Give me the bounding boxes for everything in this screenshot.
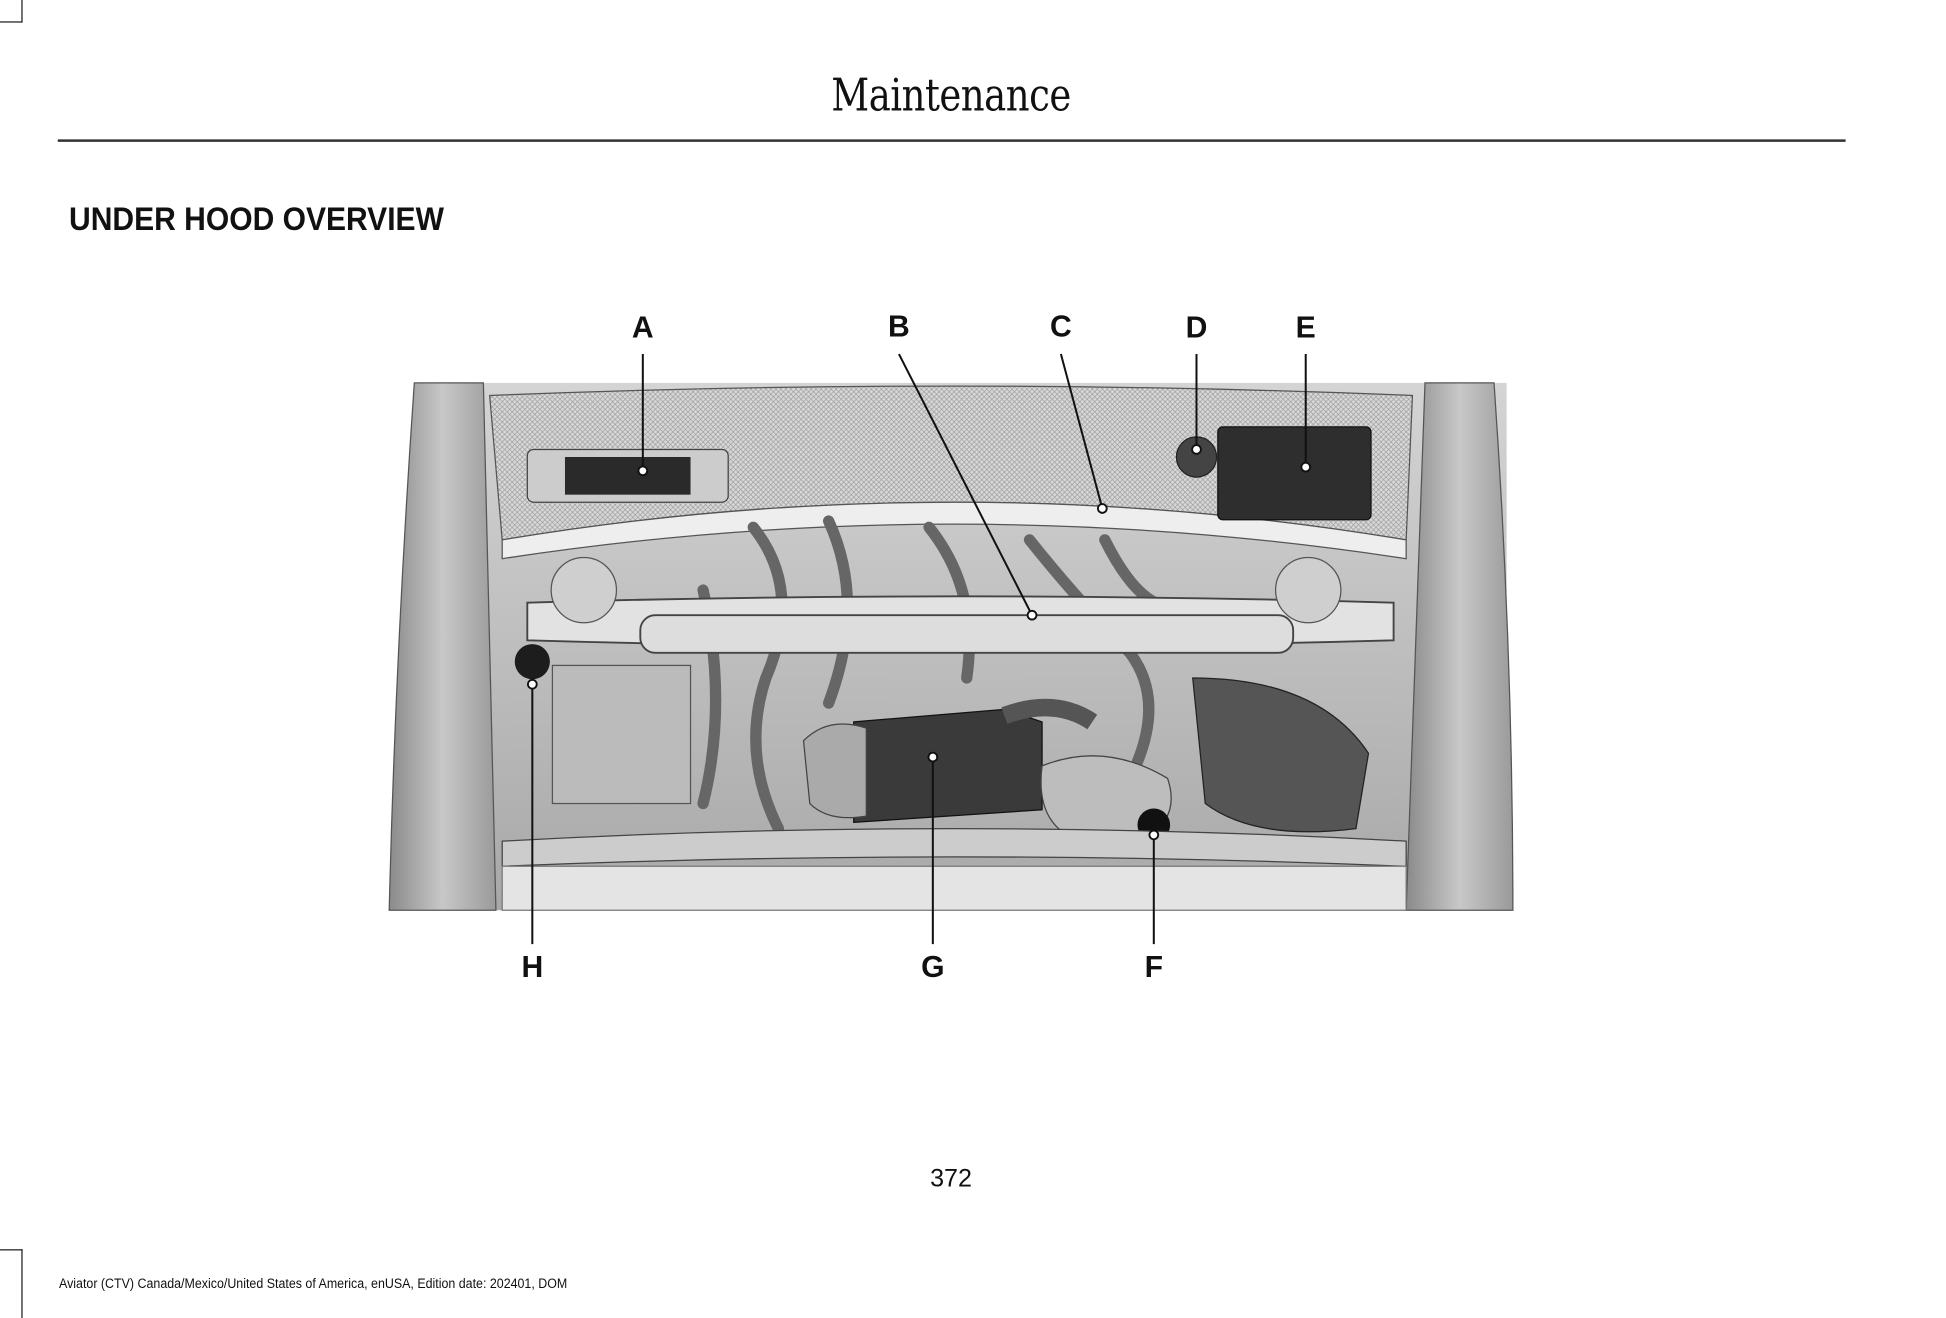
section-heading: UNDER HOOD OVERVIEW (69, 199, 444, 238)
crop-mark (21, 0, 23, 23)
crop-mark (0, 21, 23, 23)
callout-leaders (531, 353, 1307, 945)
page-title: Maintenance (831, 70, 1071, 122)
crop-mark (0, 1249, 23, 1251)
page-number: 372 (930, 1165, 972, 1193)
callout-a: A (632, 312, 654, 345)
callout-d: D (1186, 312, 1208, 345)
callout-h: H (521, 951, 543, 984)
callout-b: B (888, 310, 910, 343)
crop-mark (21, 1249, 23, 1318)
callout-e: E (1296, 312, 1316, 345)
engine-bay-drawing (388, 382, 1514, 911)
callout-f: F (1145, 951, 1163, 984)
callout-c: C (1050, 310, 1072, 343)
header-rule (57, 139, 1846, 142)
callout-g: G (921, 951, 944, 984)
footer-edition-text: Aviator (CTV) Canada/Mexico/United State… (59, 1276, 568, 1292)
